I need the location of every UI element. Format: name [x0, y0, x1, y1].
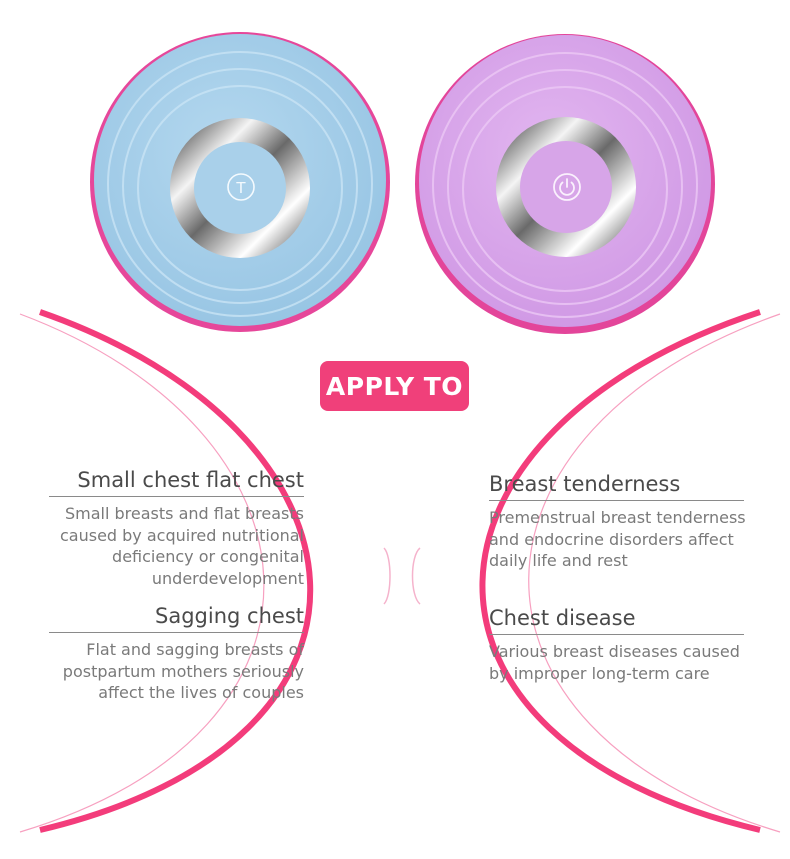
- left-curve: [39, 309, 314, 833]
- right-curve: [479, 309, 761, 833]
- power-icon: [553, 173, 581, 201]
- left-nub: [383, 547, 391, 605]
- right-nub: [411, 547, 421, 605]
- right-item-chest-disease: Chest disease Various breast diseases ca…: [489, 606, 744, 684]
- left-curve-thin: [19, 313, 265, 833]
- item-description: Various breast diseases caused by improp…: [489, 642, 740, 683]
- left-item-small-chest: Small chest flat chest Small breasts and…: [49, 468, 304, 589]
- item-title: Chest disease: [489, 606, 744, 635]
- item-description: Premenstrual breast tenderness and endoc…: [489, 508, 746, 570]
- item-title: Small chest flat chest: [49, 468, 304, 497]
- blue-device: T: [90, 32, 390, 332]
- left-item-sagging-chest: Sagging chest Flat and sagging breasts o…: [49, 604, 304, 704]
- t-letter-icon: T: [227, 173, 255, 201]
- item-description: Flat and sagging breasts of postpartum m…: [62, 640, 304, 702]
- item-title: Breast tenderness: [489, 472, 744, 501]
- right-curve-thin: [528, 313, 781, 833]
- right-item-breast-tenderness: Breast tenderness Premenstrual breast te…: [489, 472, 746, 572]
- pink-curves: [19, 309, 781, 833]
- purple-device: [415, 34, 715, 334]
- item-description: Small breasts and flat breasts caused by…: [59, 504, 304, 588]
- apply-to-badge: APPLY TO: [320, 361, 469, 411]
- item-title: Sagging chest: [49, 604, 304, 633]
- svg-text:T: T: [235, 179, 246, 197]
